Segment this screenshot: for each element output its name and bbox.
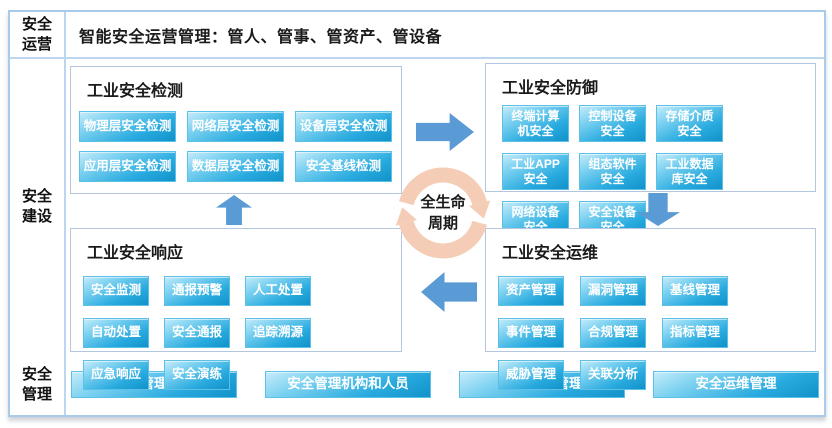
flow-arrow-response-to-detection-icon bbox=[216, 195, 252, 225]
operations-item: 漏洞管理 bbox=[580, 276, 646, 306]
operations-item: 资产管理 bbox=[498, 276, 564, 306]
lifecycle-label: 全生命 周期 bbox=[420, 194, 466, 232]
operation-title-cell: 智能安全运营管理：管人、管事、管资产、管设备 bbox=[66, 12, 824, 59]
detection-panel: 工业安全检测 物理层安全检测 网络层安全检测 设备层安全检测 应用层安全检测 数… bbox=[70, 66, 402, 194]
operations-item: 基线管理 bbox=[662, 276, 728, 306]
response-item: 安全通报 bbox=[164, 318, 230, 348]
operation-title: 智能安全运营管理：管人、管事、管资产、管设备 bbox=[79, 28, 443, 46]
lifecycle-cycle: 全生命 周期 bbox=[387, 157, 499, 269]
response-item: 追踪溯源 bbox=[245, 318, 311, 348]
response-item: 人工处置 bbox=[245, 276, 311, 306]
detection-panel-title: 工业安全检测 bbox=[87, 83, 184, 100]
detection-item-grid: 物理层安全检测 网络层安全检测 设备层安全检测 应用层安全检测 数据层安全检测 … bbox=[71, 101, 401, 182]
flow-arrow-operations-to-response-icon bbox=[421, 272, 477, 312]
defense-item: 工业APP 安全 bbox=[502, 153, 569, 190]
response-panel: 工业安全响应 安全监测 通报预警 人工处置 自动处置 安全通报 追踪溯源 应急响… bbox=[70, 228, 402, 390]
response-item: 安全监测 bbox=[83, 276, 149, 306]
operations-item-grid: 资产管理 漏洞管理 基线管理 事件管理 合规管理 指标管理 威胁管理 关联分析 bbox=[486, 263, 815, 390]
row-label-construction: 安全 建设 bbox=[10, 59, 66, 354]
defense-item: 存储介质 安全 bbox=[656, 105, 723, 142]
row-label-management: 安全 管理 bbox=[10, 354, 66, 415]
response-item: 安全演练 bbox=[164, 360, 230, 390]
operations-item: 指标管理 bbox=[662, 318, 728, 348]
response-panel-title: 工业安全响应 bbox=[87, 245, 184, 262]
diagram-frame: 安全 运营 智能安全运营管理：管人、管事、管资产、管设备 安全 建设 工业安全检… bbox=[8, 10, 826, 417]
detection-item: 物理层安全检测 bbox=[79, 111, 176, 142]
response-item: 通报预警 bbox=[164, 276, 230, 306]
cycle-arrows-icon bbox=[395, 167, 491, 259]
detection-item: 数据层安全检测 bbox=[187, 151, 284, 182]
defense-panel-title: 工业安全防御 bbox=[502, 80, 599, 97]
response-item-grid: 安全监测 通报预警 人工处置 自动处置 安全通报 追踪溯源 应急响应 安全演练 bbox=[71, 263, 401, 390]
operations-item: 合规管理 bbox=[580, 318, 646, 348]
management-item: 安全管理机构和人员 bbox=[265, 371, 431, 398]
detection-item: 设备层安全检测 bbox=[295, 111, 392, 142]
operations-item: 威胁管理 bbox=[498, 360, 564, 390]
response-item: 自动处置 bbox=[83, 318, 149, 348]
defense-item: 工业数据 库安全 bbox=[656, 153, 723, 190]
defense-item: 控制设备 安全 bbox=[579, 105, 646, 142]
response-item: 应急响应 bbox=[83, 360, 149, 390]
operations-item: 事件管理 bbox=[498, 318, 564, 348]
detection-item: 应用层安全检测 bbox=[79, 151, 176, 182]
defense-panel: 工业安全防御 终端计算 机安全 控制设备 安全 存储介质 安全 工业APP 安全… bbox=[485, 63, 816, 238]
defense-item: 终端计算 机安全 bbox=[502, 105, 569, 142]
operations-item: 关联分析 bbox=[580, 360, 646, 390]
defense-item: 组态软件 安全 bbox=[579, 153, 646, 190]
detection-item: 网络层安全检测 bbox=[187, 111, 284, 142]
construction-area: 工业安全检测 物理层安全检测 网络层安全检测 设备层安全检测 应用层安全检测 数… bbox=[66, 59, 824, 390]
detection-item: 安全基线检测 bbox=[295, 151, 392, 182]
flow-arrow-detection-to-defense-icon bbox=[416, 113, 474, 151]
management-item: 安全运维管理 bbox=[653, 371, 819, 398]
operations-panel-title: 工业安全运维 bbox=[502, 245, 599, 262]
operations-panel: 工业安全运维 资产管理 漏洞管理 基线管理 事件管理 合规管理 指标管理 威胁管… bbox=[485, 228, 816, 390]
row-label-operation: 安全 运营 bbox=[10, 12, 66, 59]
